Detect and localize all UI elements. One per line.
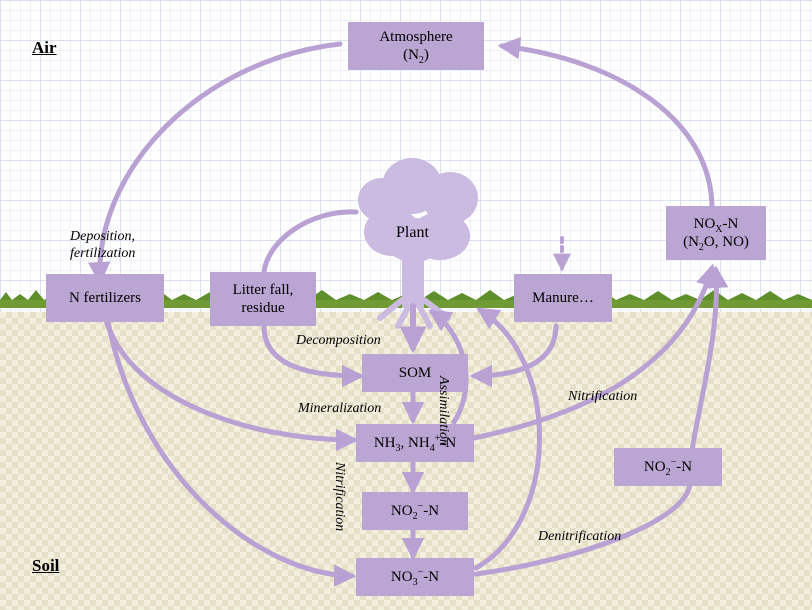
nh-box: NH3, NH4+-N: [356, 424, 474, 462]
no2-center-box: NO2−-N: [362, 492, 468, 530]
denitrification-label: Denitrification: [538, 529, 622, 544]
nox-box: NOX-N (N2O, NO): [666, 206, 766, 260]
arrow-manure-to-som: [469, 323, 559, 388]
mineralization-label: Mineralization: [298, 401, 382, 416]
n-fertilizers-box: N fertilizers: [46, 274, 164, 322]
arrow-nox-to-atmosphere: [497, 36, 715, 209]
nitrification-vertical-label: Nitrification: [332, 462, 347, 532]
som-box: SOM: [362, 354, 468, 392]
no3-box: NO3−-N: [356, 558, 474, 596]
nox-line1: NOX-N: [693, 216, 739, 235]
arrow-nh-to-nox: [471, 263, 718, 441]
litter-line2: residue: [241, 300, 285, 316]
no2-right-box: NO2−-N: [614, 448, 722, 486]
arrow-fertilizers-to-nh: [103, 317, 359, 452]
nitrification-right-label: Nitrification: [568, 389, 638, 404]
litter-line1: Litter fall,: [232, 282, 294, 298]
arrow-fertilizers-from-atmosphere: [87, 41, 343, 285]
plant-label: Plant: [396, 224, 429, 241]
arrow-no2right-to-nox: [689, 265, 729, 453]
assimilation-label: Assimilation: [436, 376, 451, 447]
arrow-plant-to-litter: [261, 209, 359, 275]
arrow-no3-to-nox: [473, 479, 693, 577]
plant-illustration: [358, 158, 478, 329]
atmosphere-line2: (N2): [403, 47, 429, 66]
decomposition-label: Decomposition: [296, 333, 381, 348]
litter-fall-box: Litter fall, residue: [210, 272, 316, 326]
air-zone-label: Air: [32, 38, 57, 57]
manure-box: Manure…: [514, 274, 612, 322]
atmosphere-box: Atmosphere (N2): [348, 22, 484, 70]
arrow-litter-to-som: [261, 323, 365, 388]
deposition-label: Deposition, fertilization: [70, 229, 136, 261]
atmosphere-line1: Atmosphere: [379, 29, 453, 45]
arrow-no3-to-plant: [473, 307, 542, 571]
soil-zone-label: Soil: [32, 556, 60, 575]
arrow-fertilizers-to-no3: [105, 319, 357, 587]
nox-line2: (N2O, NO): [683, 234, 749, 253]
